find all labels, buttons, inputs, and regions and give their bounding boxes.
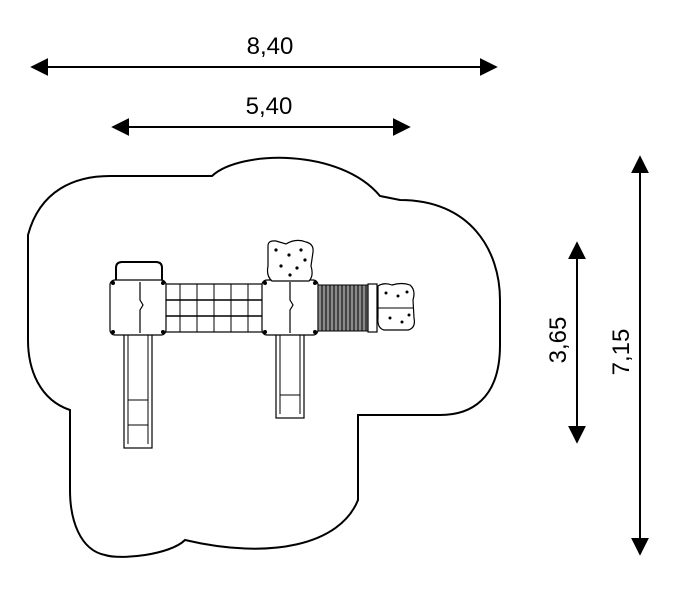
tunnel	[317, 284, 371, 332]
inner-depth-label: 3,65	[545, 317, 572, 364]
left-tower-platform	[109, 279, 167, 336]
right-slide	[275, 329, 305, 419]
connecting-bridge	[163, 283, 265, 333]
right-tower-platform	[261, 279, 319, 336]
overall-depth-label: 7,15	[608, 329, 635, 376]
inner-width-label: 5,40	[246, 93, 293, 120]
safety-zone-outline	[27, 156, 501, 558]
overall-width-label: 8,40	[247, 33, 294, 60]
left-roof-handle	[115, 261, 163, 284]
end-climbing-module	[367, 282, 415, 333]
left-slide	[123, 329, 153, 449]
climbing-rock-top	[266, 239, 314, 282]
